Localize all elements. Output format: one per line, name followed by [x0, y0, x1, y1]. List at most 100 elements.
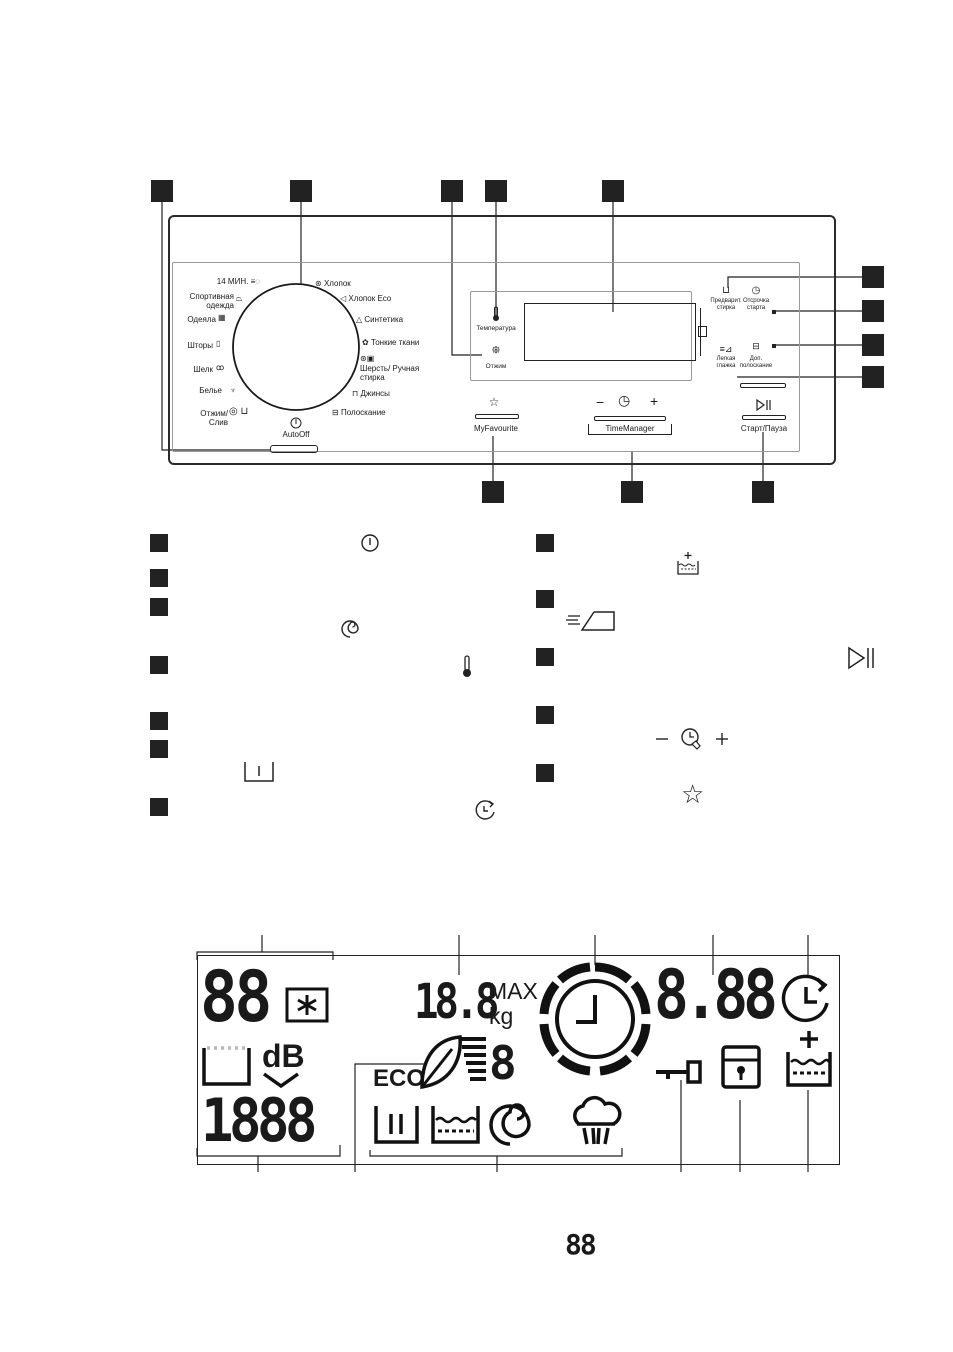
- program-spin-drain: Отжим/ Слив: [200, 409, 228, 427]
- spin-label[interactable]: Отжим: [485, 363, 507, 370]
- rinse-icon: [431, 1106, 480, 1144]
- timemanager-button[interactable]: [594, 416, 666, 421]
- panel-display-frame: [470, 291, 692, 381]
- extra-rinse-icon: [786, 1031, 832, 1087]
- delay-start-led: [772, 310, 776, 314]
- program-synthetics: △ Синтетика: [356, 315, 404, 324]
- spin-icon: ᪥: [491, 344, 501, 356]
- program-silk: Шелк: [193, 365, 213, 374]
- timemanager-minus-icon: −: [596, 394, 605, 410]
- power-icon: [290, 417, 302, 429]
- delay-start-label[interactable]: Отсрочка старта: [742, 298, 770, 311]
- timemanager-clock-icon: ◷: [618, 392, 631, 408]
- curtains-icon: ▯: [216, 339, 221, 348]
- delay-start-icon: [475, 800, 495, 820]
- legend-marker-9: [536, 590, 554, 608]
- callout-5: [602, 180, 624, 202]
- lcd-time-digits: 8.88: [654, 956, 778, 1035]
- program-lingerie: Белье: [199, 386, 222, 395]
- start-pause-button[interactable]: [742, 415, 786, 420]
- program-wool: Шерсть/ Ручная стирка: [360, 364, 420, 382]
- spin-drain-icon: ◎ ⊔: [229, 406, 249, 417]
- legend-marker-3: [150, 598, 168, 616]
- program-sportswear: Спортивная одежда: [189, 292, 234, 310]
- program-curtains: Шторы: [187, 341, 213, 350]
- lcd-speed-digits: 1888: [201, 1086, 318, 1156]
- callout-2: [290, 180, 312, 202]
- panel-display-screen: [524, 303, 696, 361]
- lcd-kg-label: kg: [489, 1003, 514, 1029]
- spin-icon: [489, 1103, 531, 1146]
- program-delicates: ✿ Тонкие ткани: [362, 338, 420, 347]
- callout-11: [621, 481, 643, 503]
- level-bars-icon: [460, 1037, 486, 1081]
- timemanager-label: TimeManager: [605, 424, 655, 433]
- autooff-button[interactable]: [270, 445, 318, 453]
- program-jeans: ⊓ Джинсы: [352, 389, 390, 398]
- option-underline: [740, 383, 786, 388]
- program-rinse: ⊟ Полоскание: [332, 408, 386, 417]
- quick-wash-icon: ≡◌: [250, 277, 260, 286]
- lock-indicator: [698, 326, 707, 337]
- thermometer-icon: [493, 306, 499, 321]
- prewash-label[interactable]: Предварит. стирка: [710, 298, 742, 311]
- prewash-icon: [244, 762, 274, 782]
- lcd-small-digit: 8: [489, 1036, 517, 1090]
- lcd-left-digits: 88: [200, 956, 272, 1038]
- extra-rinse-label[interactable]: Доп. полоскание: [739, 356, 773, 369]
- legend-marker-5: [150, 712, 168, 730]
- legend-marker-2: [150, 569, 168, 587]
- callout-7: [862, 300, 884, 322]
- timemanager-bracket: [588, 424, 672, 435]
- extra-rinse-icon: [677, 552, 699, 575]
- program-duvet: Одеяла: [187, 315, 216, 324]
- chevron-down-icon: [262, 1072, 300, 1089]
- key-icon: [656, 1060, 702, 1084]
- cotton-icon: ⊛: [315, 279, 322, 288]
- legend-marker-1: [150, 534, 168, 552]
- lcd-db-label: dB: [262, 1038, 305, 1074]
- program-quick-14min: 14 МИН. ≡◌: [216, 277, 260, 286]
- callout-6: [862, 266, 884, 288]
- stain-icon: [285, 987, 329, 1023]
- temperature-label[interactable]: Температура: [476, 325, 516, 332]
- easy-iron-label[interactable]: Легкая глажка: [716, 356, 736, 369]
- legend-marker-7: [150, 798, 168, 816]
- callout-9: [862, 366, 884, 388]
- program-cotton-eco: ◁ Хлопок Eco: [340, 294, 392, 303]
- footer-digits: 88: [565, 1228, 597, 1261]
- extra-rinse-icon: ⊟: [752, 341, 760, 351]
- legend-marker-6: [150, 740, 168, 758]
- myfavourite-label: MyFavourite: [473, 424, 518, 433]
- delicates-icon: ✿: [362, 338, 369, 347]
- steam-icon: [573, 1095, 622, 1145]
- lcd-frame: [197, 955, 840, 1165]
- option-bracket: [700, 308, 709, 356]
- delay-start-icon: [781, 974, 829, 1023]
- callout-3: [441, 180, 463, 202]
- duvet-icon: ▦: [218, 313, 226, 322]
- easy-iron-icon: [566, 611, 615, 631]
- callout-4: [485, 180, 507, 202]
- lcd-eco-label: ECO: [373, 1065, 426, 1092]
- callout-1: [151, 180, 173, 202]
- lcd-weight-digits: 18.8: [414, 974, 499, 1030]
- delay-start-icon: ◷: [751, 285, 761, 296]
- control-panel-inner: [172, 262, 800, 452]
- spin-icon: [341, 620, 359, 638]
- thermometer-icon: [463, 655, 471, 677]
- callout-12: [752, 481, 774, 503]
- timemanager-icons: [656, 728, 728, 750]
- jeans-icon: ⊓: [352, 389, 359, 398]
- legend-marker-4: [150, 656, 168, 674]
- timemanager-plus-icon: +: [650, 393, 659, 409]
- power-icon: [361, 534, 379, 552]
- prewash-box-icon: [202, 1046, 251, 1086]
- myfavourite-button[interactable]: [475, 414, 519, 419]
- program-cotton: ⊛ Хлопок: [315, 279, 351, 288]
- leaf-icon: [420, 1035, 462, 1090]
- program-dial[interactable]: [231, 282, 361, 412]
- start-pause-icon: [848, 646, 874, 670]
- control-panel: [168, 215, 836, 465]
